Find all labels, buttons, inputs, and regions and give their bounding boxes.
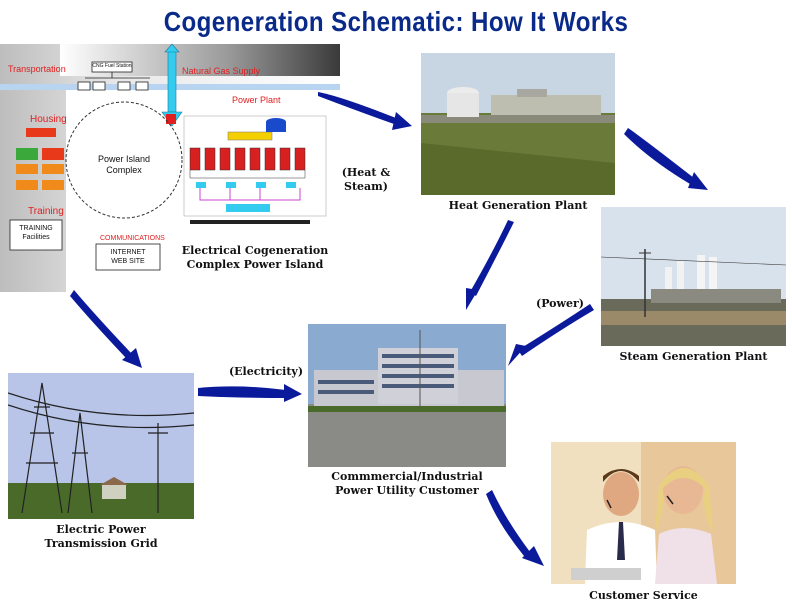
heat-generation-plant-photo [421,53,615,195]
customer-caption: Commmercial/Industrial Power Utility Cus… [331,470,483,497]
cogeneration-schematic: Transportation CNG Fuel Station Natural … [0,43,340,292]
transportation-label: Transportation [8,64,66,74]
arrow-heat-to-steam-plant [624,128,694,184]
grid-caption: Electric Power Transmission Grid [44,523,158,550]
commercial-customer-photo [308,324,506,467]
natural-gas-label: Natural Gas Supply [182,66,261,76]
heat-steam-label: (Heat & Steam) [341,166,391,193]
electricity-label: (Electricity) [228,365,304,378]
service-caption: Customer Service [589,589,698,602]
power-label: (Power) [536,297,584,310]
power-island-caption: Electrical Cogeneration Complex Power Is… [181,244,329,271]
training-label: Training [28,206,64,217]
customer-service-photo [551,442,736,584]
steam-plant-caption: Steam Generation Plant [619,350,768,363]
communications-label: COMMUNICATIONS [100,235,165,242]
heat-plant-caption: Heat Generation Plant [448,199,588,212]
arrow-customer-to-service [486,490,530,556]
arrow-grid-to-customer [198,386,286,398]
cng-station-label: CNG Fuel Station [92,63,132,69]
power-plant-label: Power Plant [232,95,281,105]
arrow-steam-to-customer [518,304,594,356]
internet-website-box: INTERNET WEB SITE [110,249,146,265]
power-island-label: Power Island Complex [97,154,151,175]
housing-label: Housing [30,114,67,125]
steam-generation-plant-photo [601,207,786,346]
page-title: Cogeneration Schematic: How It Works [163,6,629,37]
training-facilities-box: TRAINING Facilities [19,225,53,241]
arrow-schematic-to-grid [70,290,132,358]
transmission-grid-photo [8,373,194,519]
arrow-heat-to-customer [470,220,514,296]
